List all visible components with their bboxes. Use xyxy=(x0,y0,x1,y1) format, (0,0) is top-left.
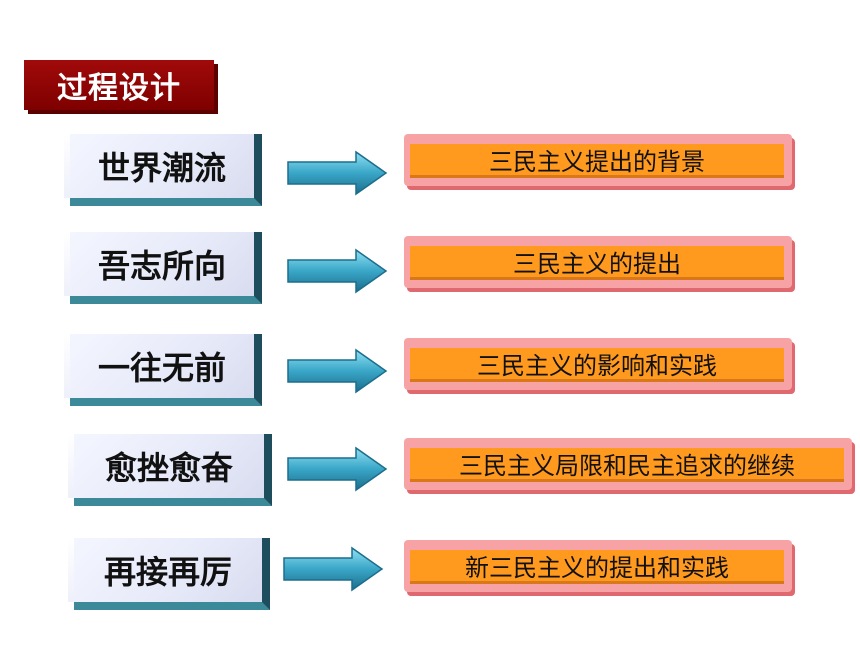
content-box-5: 新三民主义的提出和实践 xyxy=(410,550,784,584)
stage-box-1: 世界潮流 xyxy=(64,134,262,206)
content-frame-3: 三民主义的影响和实践 xyxy=(404,338,792,390)
stage-label-2: 吾志所向 xyxy=(97,247,226,285)
content-box-2: 三民主义的提出 xyxy=(410,246,784,280)
content-box-1: 三民主义提出的背景 xyxy=(410,144,784,178)
content-frame-1: 三民主义提出的背景 xyxy=(404,134,792,186)
stage-box-2: 吾志所向 xyxy=(64,232,262,304)
stage-label-1: 世界潮流 xyxy=(97,149,226,187)
content-label-3: 三民主义的影响和实践 xyxy=(477,352,717,380)
page-title: 过程设计 xyxy=(24,60,214,110)
content-label-4: 三民主义局限和民主追求的继续 xyxy=(459,452,795,480)
content-frame-2: 三民主义的提出 xyxy=(404,236,792,288)
stage-label-5: 再接再厉 xyxy=(103,553,232,591)
content-frame-4: 三民主义局限和民主追求的继续 xyxy=(404,438,852,490)
content-label-5: 新三民主义的提出和实践 xyxy=(465,554,729,582)
content-label-1: 三民主义提出的背景 xyxy=(489,148,705,176)
stage-box-4: 愈挫愈奋 xyxy=(68,434,272,506)
content-label-2: 三民主义的提出 xyxy=(513,250,681,278)
arrow-right-icon xyxy=(287,446,388,492)
stage-box-5: 再接再厉 xyxy=(68,538,270,610)
arrow-right-icon xyxy=(283,546,384,592)
content-frame-5: 新三民主义的提出和实践 xyxy=(404,540,792,592)
content-box-4: 三民主义局限和民主追求的继续 xyxy=(410,448,844,482)
stage-label-4: 愈挫愈奋 xyxy=(104,449,233,487)
arrow-right-icon xyxy=(287,150,388,196)
stage-box-3: 一往无前 xyxy=(64,334,262,406)
arrow-right-icon xyxy=(287,348,388,394)
content-box-3: 三民主义的影响和实践 xyxy=(410,348,784,382)
arrow-right-icon xyxy=(287,248,388,294)
stage-label-3: 一往无前 xyxy=(97,349,226,387)
